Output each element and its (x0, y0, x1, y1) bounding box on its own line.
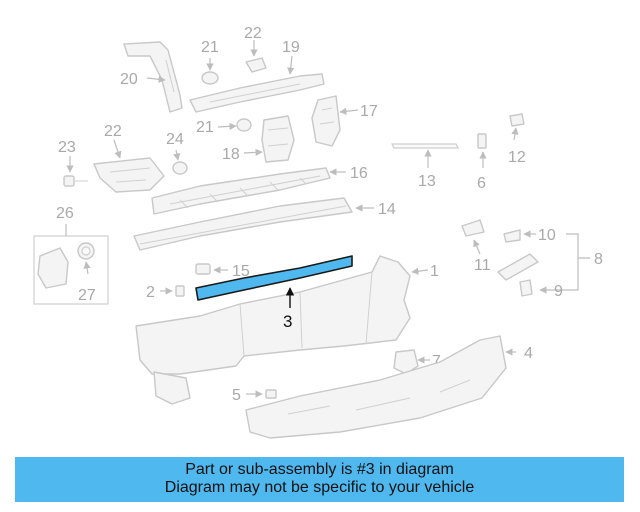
callout-20: 20 (120, 71, 138, 88)
part-26-sensor-box: 26 27 (33, 205, 109, 305)
part-2-fastener: 2 (146, 284, 185, 301)
part-1-bumper-cover: 1 (135, 255, 439, 405)
part-14-reinforcement: 14 (133, 197, 396, 251)
part-25-nut: 24 (166, 131, 188, 175)
part-24-bolt: 23 (58, 139, 88, 187)
part-5-screw: 5 (232, 387, 277, 404)
callout-16: 16 (350, 165, 368, 182)
callout-22: 22 (244, 25, 262, 42)
part-19-absorber: 19 (189, 39, 325, 113)
part-4-lower-cover: 4 (245, 335, 533, 439)
part-18-bracket: 18 (222, 115, 295, 163)
callout-5: 5 (232, 387, 241, 404)
part-21-clip-mid: 21 (196, 118, 252, 136)
callout-26: 26 (56, 205, 74, 222)
part-12-clip: 12 (508, 113, 526, 166)
callout-9: 9 (554, 283, 563, 300)
info-banner: Part or sub-assembly is #3 in diagram Di… (15, 457, 624, 502)
callout-7: 7 (432, 353, 441, 370)
callout-11: 11 (474, 257, 491, 274)
callout-12: 12 (508, 149, 526, 166)
callout-27: 27 (78, 287, 96, 304)
part-15-bolt: 15 (195, 263, 250, 280)
part-21-clip-top: 21 (201, 39, 219, 85)
part-11-clip: 11 (461, 219, 491, 274)
callout-18: 18 (222, 146, 240, 163)
callout-23: 22 (104, 123, 122, 140)
callout-19: 19 (282, 39, 300, 56)
callout-25: 24 (166, 131, 184, 148)
callout-4: 4 (524, 345, 533, 362)
callout-21a: 21 (201, 39, 219, 56)
part-6-screw: 6 (477, 133, 487, 192)
part-9-clip: 9 (519, 279, 563, 300)
callout-21b: 21 (196, 119, 214, 136)
banner-line-part: Part or sub-assembly is #3 in diagram (185, 461, 454, 478)
part-17-bracket: 17 (311, 95, 378, 147)
part-10-clip: 10 (503, 227, 556, 244)
callout-15: 15 (232, 263, 250, 280)
callout-24: 23 (58, 139, 76, 156)
callout-6: 6 (477, 175, 486, 192)
callout-14: 14 (378, 201, 396, 218)
part-8-reflector: 8 (497, 233, 603, 294)
part-16-energy-absorber: 16 (151, 165, 368, 215)
part-22-clip: 22 (244, 25, 267, 73)
callout-10: 10 (538, 227, 556, 244)
part-3-step-pad: 3 (195, 255, 353, 331)
parts-diagram: 20 21 22 19 17 21 18 (33, 25, 603, 439)
part-23-bracket: 22 (93, 123, 165, 193)
callout-13: 13 (418, 173, 436, 190)
callout-17: 17 (360, 103, 378, 120)
callout-3: 3 (283, 312, 292, 331)
part-20-bracket: 20 (120, 41, 183, 113)
part-13-molding: 13 (391, 143, 459, 190)
callout-2: 2 (146, 284, 155, 301)
part-7-bracket: 7 (393, 349, 441, 375)
callout-1: 1 (430, 263, 439, 280)
banner-line-disclaimer: Diagram may not be specific to your vehi… (164, 479, 475, 496)
callout-8: 8 (594, 251, 603, 268)
